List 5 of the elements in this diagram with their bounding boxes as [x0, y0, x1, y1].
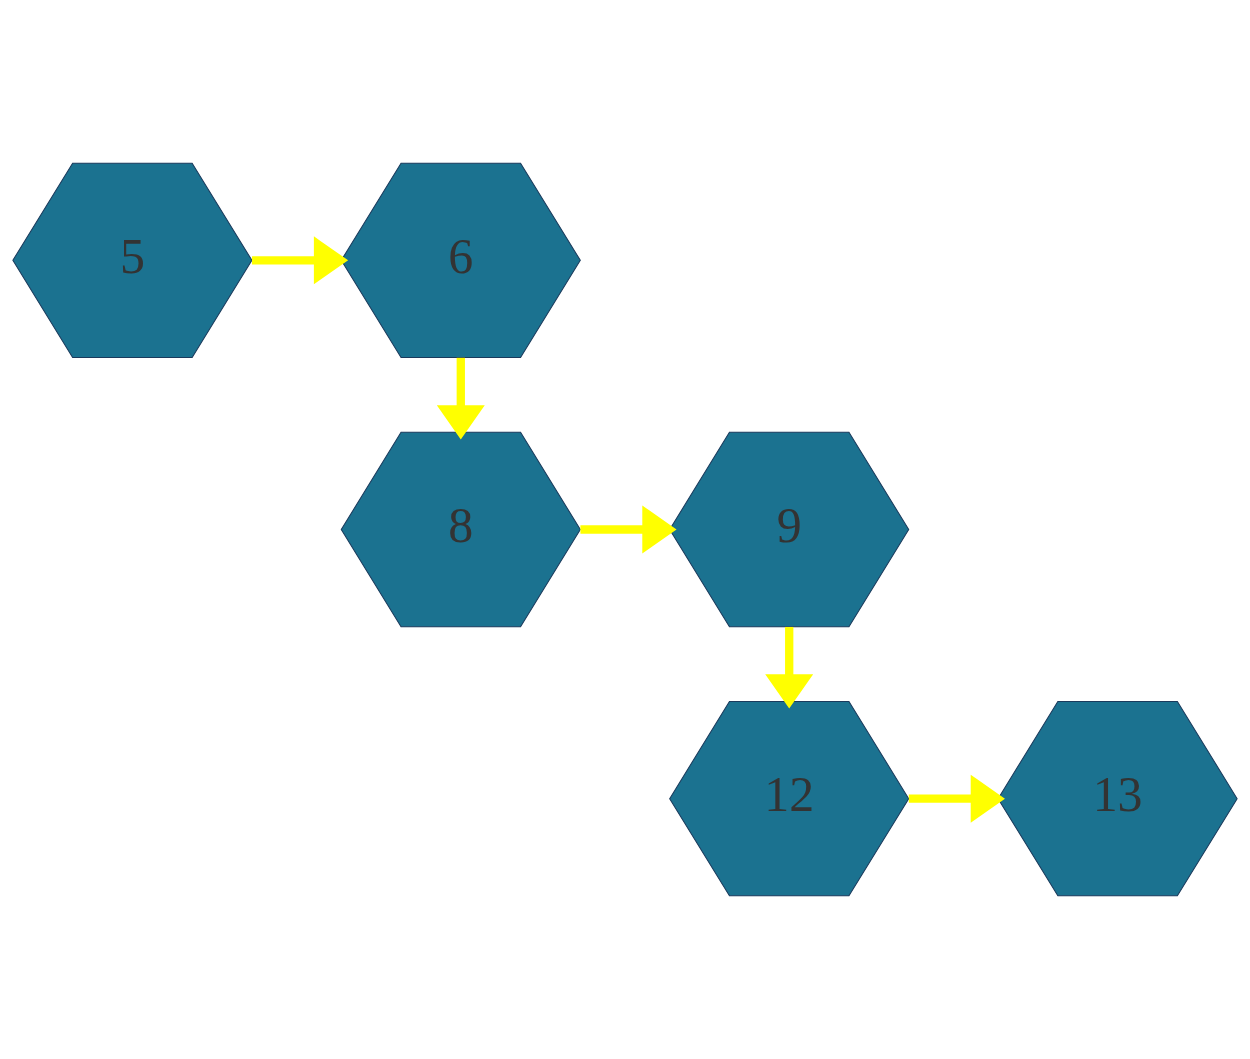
- arrow: [580, 505, 677, 554]
- arrow: [436, 357, 485, 440]
- arrow: [252, 236, 349, 285]
- arrow: [765, 626, 814, 709]
- arrow: [908, 774, 1005, 823]
